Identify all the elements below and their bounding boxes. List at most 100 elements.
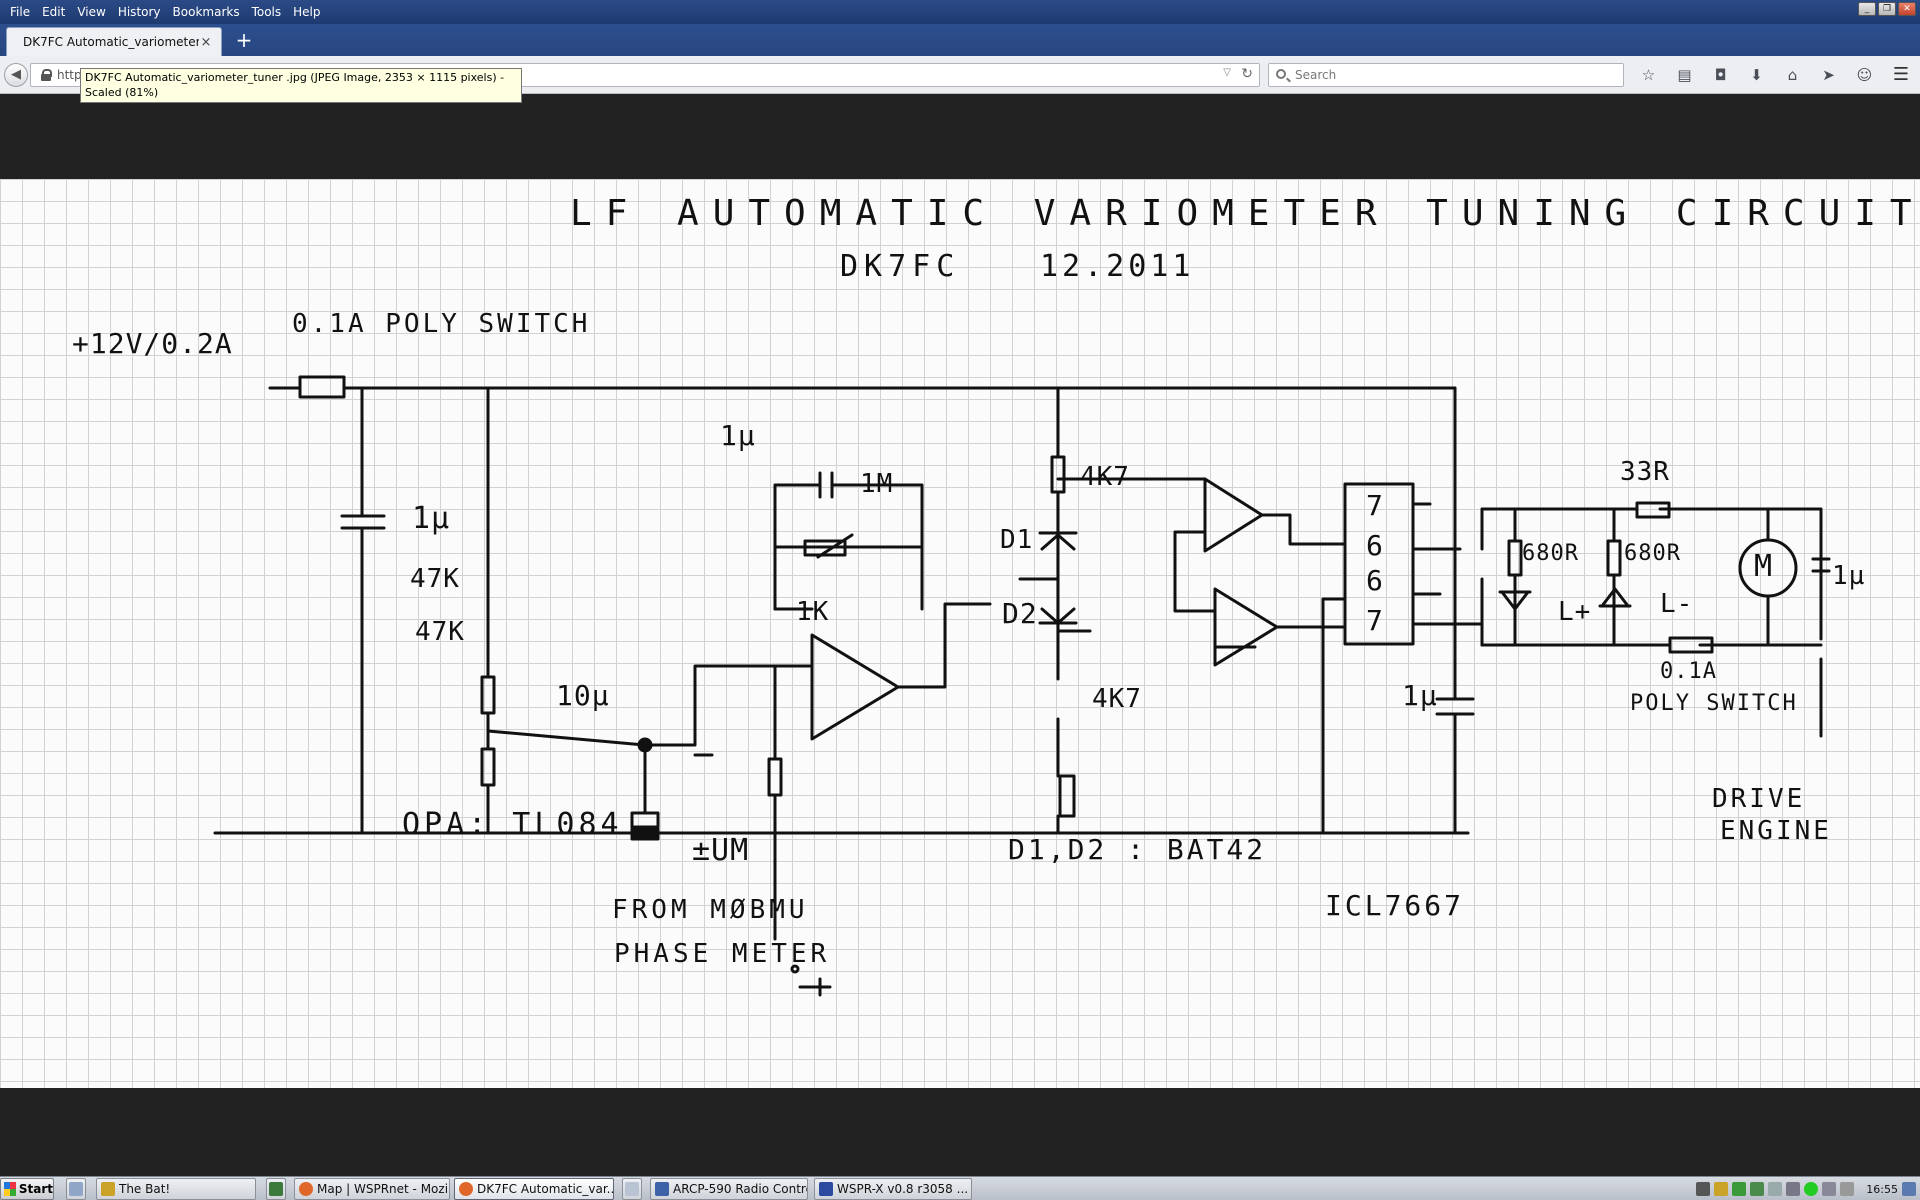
start-button[interactable]: Start [0, 1178, 54, 1200]
new-tab-button[interactable]: + [235, 28, 253, 52]
desktop-icon [69, 1182, 83, 1196]
pocket-icon[interactable]: ◘ [1714, 66, 1727, 84]
download-icon[interactable]: ⬇ [1750, 66, 1763, 84]
label-drive-a: DRIVE [1712, 784, 1806, 814]
content-area: LF AUTOMATIC VARIOMETER TUNING CIRCUIT D… [0, 95, 1920, 1186]
document-icon [625, 1182, 639, 1196]
label-cic: 1µ [1402, 679, 1438, 712]
tab-title: DK7FC Automatic_variometer_tun... [23, 35, 199, 49]
tab-strip: DK7FC Automatic_variometer_tun... × + [0, 24, 1920, 56]
window-controls: _ ❐ ✕ [1858, 2, 1916, 16]
tab-active[interactable]: DK7FC Automatic_variometer_tun... × [6, 27, 222, 56]
app-icon [269, 1182, 283, 1196]
task-thebat[interactable]: The Bat! [96, 1178, 256, 1200]
menu-view[interactable]: View [77, 5, 106, 19]
bookmarks-list-icon[interactable]: ▤ [1677, 66, 1692, 84]
task-app[interactable] [266, 1178, 286, 1200]
windows-flag-icon [4, 1182, 16, 1196]
label-drive-b: ENGINE [1720, 816, 1832, 846]
task-doc[interactable] [622, 1178, 642, 1200]
task-label: The Bat! [119, 1182, 171, 1196]
task-wsprx[interactable]: WSPR-X v0.8 r3058 ... [814, 1178, 972, 1200]
close-window-button[interactable]: ✕ [1898, 2, 1916, 16]
firefox-icon [459, 1182, 473, 1196]
restore-button[interactable]: ❐ [1878, 2, 1896, 16]
label-motor: M [1754, 549, 1774, 584]
menu-edit[interactable]: Edit [42, 5, 66, 19]
task-firefox-active[interactable]: DK7FC Automatic_var... [454, 1178, 614, 1200]
chat-icon[interactable]: ☺ [1856, 66, 1873, 84]
task-label: WSPR-X v0.8 r3058 ... [837, 1182, 969, 1196]
tray-sync-icon[interactable] [1750, 1182, 1765, 1196]
label-pin6b: 6 [1366, 564, 1384, 597]
label-um: ±UM [692, 833, 750, 868]
tray-volume-icon[interactable] [1840, 1182, 1855, 1196]
menu-bar: File Edit View History Bookmarks Tools H… [4, 3, 327, 21]
label-d1: D1 [1000, 525, 1034, 555]
label-poly-bottom-b: POLY SWITCH [1630, 691, 1798, 716]
label-r1k: 1K [796, 597, 830, 627]
label-pin7b: 7 [1366, 604, 1384, 637]
home-icon[interactable]: ⌂ [1787, 66, 1798, 84]
label-c10: 10µ [556, 679, 610, 712]
show-desktop-icon[interactable] [1902, 1182, 1916, 1196]
label-r47b: 47K [415, 617, 465, 647]
tooltip: DK7FC Automatic_variometer_tuner .jpg (J… [80, 68, 522, 103]
label-r680b: 680R [1624, 541, 1681, 566]
send-icon[interactable]: ➤ [1822, 66, 1835, 84]
quicklaunch-desktop[interactable] [66, 1178, 86, 1200]
lock-icon [41, 69, 52, 81]
label-r680a: 680R [1522, 541, 1579, 566]
label-lminus: L- [1660, 589, 1694, 619]
label-diodes: D1,D2 : BAT42 [1008, 833, 1267, 866]
start-label: Start [18, 1182, 53, 1196]
title-bar: File Edit View History Bookmarks Tools H… [0, 0, 1920, 24]
tray-flag-icon[interactable] [1786, 1182, 1801, 1196]
schematic-date: 12.2011 [1040, 249, 1195, 284]
reload-icon[interactable]: ↻ [1241, 66, 1253, 82]
label-r47a: 47K [410, 564, 460, 594]
task-arcp[interactable]: ARCP-590 Radio Control ... [650, 1178, 808, 1200]
label-r4k7b: 4K7 [1092, 684, 1142, 714]
label-d2: D2 [1002, 597, 1038, 630]
label-pin7a: 7 [1366, 489, 1384, 522]
menu-hamburger-icon[interactable]: ☰ [1892, 64, 1910, 85]
schematic-title: LF AUTOMATIC VARIOMETER TUNING CIRCUIT [570, 193, 1920, 234]
label-r4k7a: 4K7 [1080, 462, 1130, 492]
menu-bookmarks[interactable]: Bookmarks [172, 5, 240, 19]
clock: 16:55 [1866, 1182, 1898, 1196]
tray-device-icon[interactable] [1768, 1182, 1783, 1196]
search-placeholder: Search [1295, 68, 1337, 82]
menu-tools[interactable]: Tools [251, 5, 282, 19]
schematic-author: DK7FC [840, 249, 961, 284]
label-from-b: PHASE METER [614, 939, 831, 969]
tray-network-icon[interactable] [1822, 1182, 1837, 1196]
firefox-icon [299, 1182, 313, 1196]
schematic-image[interactable]: LF AUTOMATIC VARIOMETER TUNING CIRCUIT D… [0, 179, 1920, 1088]
schematic-wires [213, 375, 1831, 997]
minimize-button[interactable]: _ [1858, 2, 1876, 16]
menu-file[interactable]: File [10, 5, 31, 19]
bookmark-star-icon[interactable]: ☆ [1641, 66, 1656, 84]
label-lplus: L+ [1558, 597, 1592, 627]
label-cmotor: 1µ [1832, 561, 1866, 591]
label-icl: ICL7667 [1325, 889, 1465, 922]
tray-green-icon[interactable] [1732, 1182, 1747, 1196]
task-label: DK7FC Automatic_var... [477, 1182, 614, 1196]
toolbar-icons: ☆ ▤ ◘ ⬇ ⌂ ➤ ☺ [1636, 65, 1877, 85]
tray-bat-icon[interactable] [1714, 1182, 1729, 1196]
label-r33: 33R [1620, 457, 1670, 487]
label-c1: 1µ [412, 501, 451, 536]
task-firefox-map[interactable]: Map | WSPRnet - Mozilla ... [294, 1178, 450, 1200]
back-button[interactable]: ◀ [4, 63, 28, 87]
search-bar[interactable]: Search [1268, 63, 1624, 87]
tray-arrow-icon[interactable] [1696, 1182, 1711, 1196]
taskbar: Start The Bat! Map | WSPRnet - Mozilla .… [0, 1176, 1920, 1200]
menu-history[interactable]: History [117, 5, 161, 19]
label-pin6a: 6 [1366, 529, 1384, 562]
tab-close-icon[interactable]: × [200, 34, 212, 50]
menu-help[interactable]: Help [293, 5, 321, 19]
wspr-icon [819, 1182, 833, 1196]
tray-status-icon[interactable] [1804, 1182, 1819, 1196]
url-dropdown-icon[interactable]: ▽ [1223, 67, 1231, 78]
